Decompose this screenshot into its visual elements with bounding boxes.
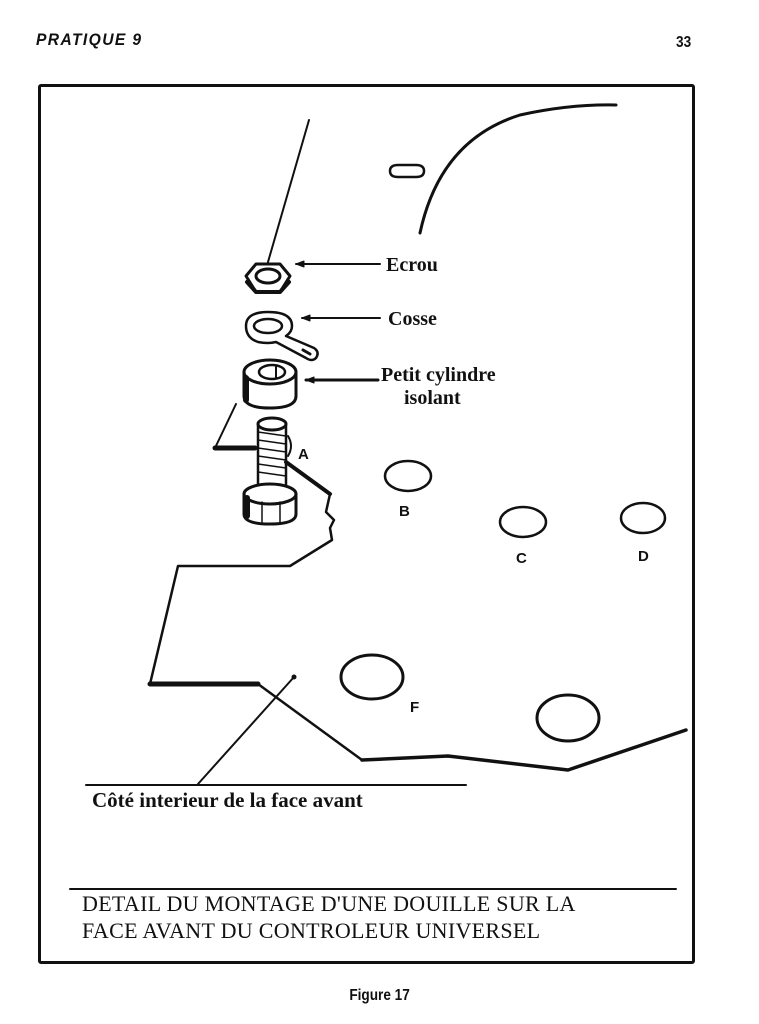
hole-label-C: C [516, 550, 527, 567]
panel-slot [388, 163, 426, 179]
label-cosse: Cosse [388, 308, 437, 330]
hole-label-F: F [410, 699, 420, 716]
lug-drawing [244, 310, 319, 362]
wire-bottom [214, 403, 256, 449]
figure-number: Figure 17 [0, 987, 759, 1005]
hole-D [619, 501, 667, 535]
pointer-line [197, 676, 295, 785]
panel-interior-label: Côté interieur de la face avant [92, 788, 363, 812]
hole-unlabeled [535, 693, 601, 743]
hole-label-A: A [298, 446, 309, 463]
figure-number-text: Figure 17 [349, 987, 410, 1004]
hole-label-B: B [399, 503, 410, 520]
panel-outline [148, 460, 688, 772]
hole-C [498, 505, 548, 539]
label-insulator-line1: Petit cylindre [381, 364, 496, 386]
page-number: 33 [676, 34, 692, 51]
insulator-drawing [242, 358, 298, 410]
figure-caption: DETAIL DU MONTAGE D'UNE DOUILLE SUR LA F… [82, 890, 682, 944]
socket-drawing [242, 416, 298, 526]
panel-arc [418, 103, 618, 235]
nut-drawing [244, 262, 292, 294]
hole-B [383, 459, 433, 493]
hole-F [339, 653, 405, 701]
hole-label-D: D [638, 548, 649, 565]
label-ecrou: Ecrou [386, 254, 438, 276]
wire-top [267, 119, 310, 263]
figure-frame [38, 84, 695, 964]
caption-line-2: FACE AVANT DU CONTROLEUR UNIVERSEL [82, 918, 541, 943]
label-insulator-line2: isolant [404, 387, 461, 409]
section-title: PRATIQUE 9 [36, 30, 143, 49]
caption-line-1: DETAIL DU MONTAGE D'UNE DOUILLE SUR LA [82, 891, 576, 916]
